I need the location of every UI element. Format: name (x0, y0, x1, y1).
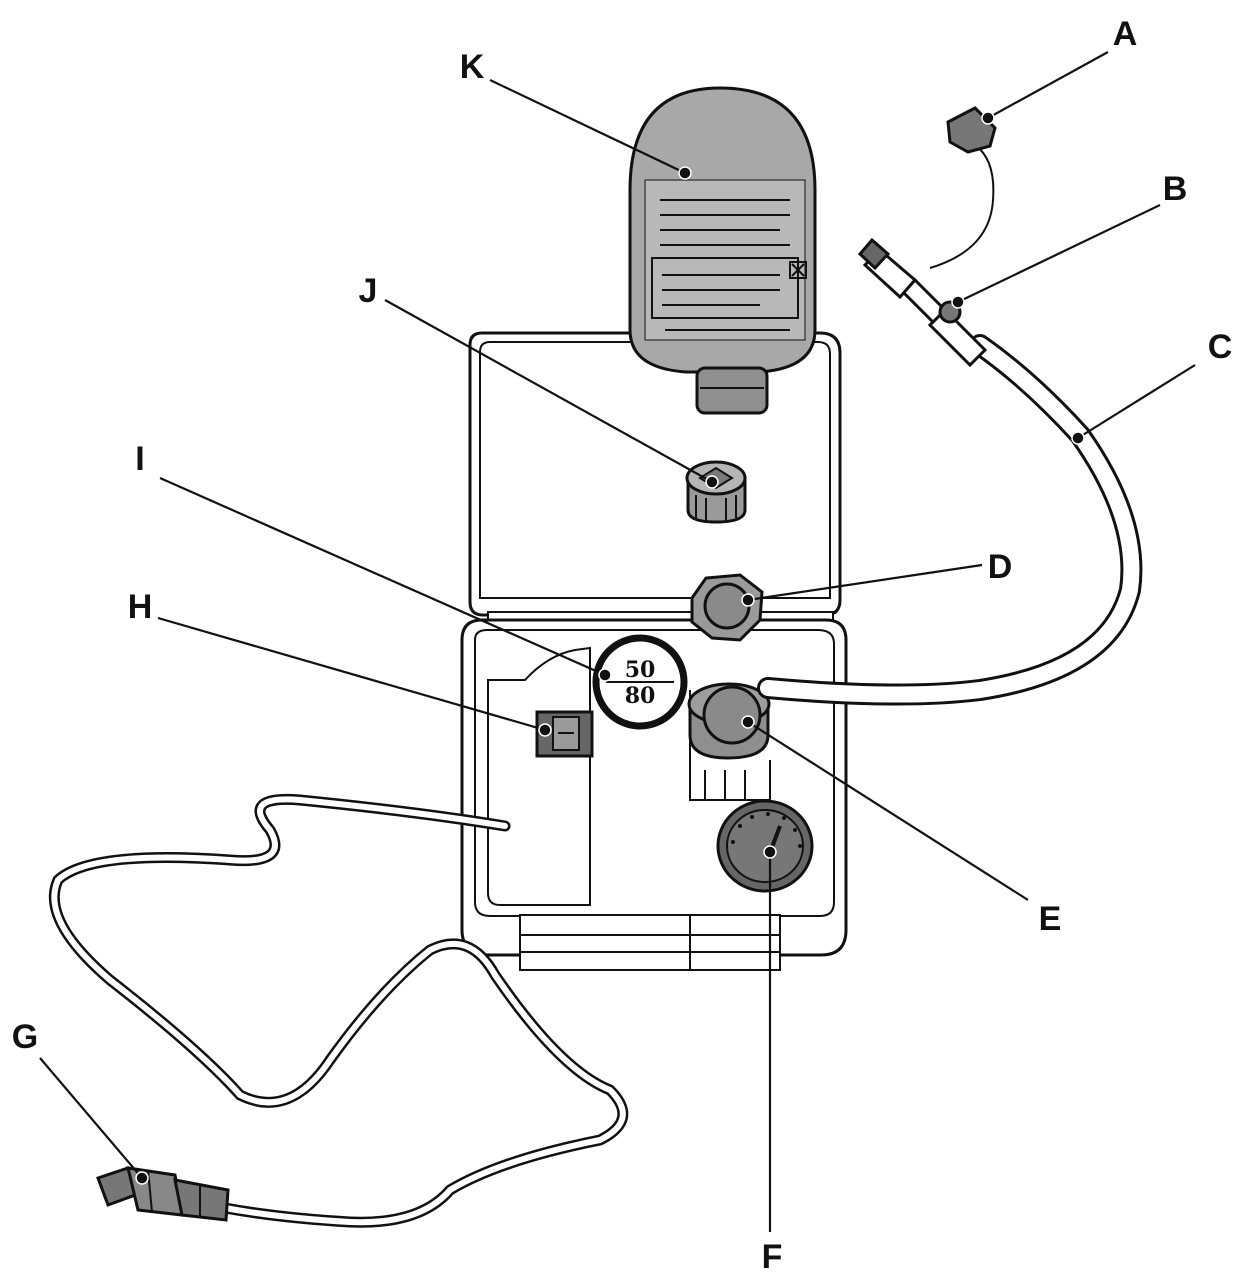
callout-i: I (135, 440, 144, 478)
leader-lines (39, 51, 1196, 1232)
callout-k: K (460, 48, 485, 86)
sealant-bottle (628, 86, 817, 415)
leader-h (157, 616, 546, 732)
leader-g (39, 1057, 143, 1179)
on-off-switch (535, 710, 594, 758)
callout-h: H (128, 588, 153, 626)
leader-k (489, 79, 686, 174)
hose-outlet (687, 682, 771, 760)
leader-a (987, 51, 1109, 119)
callout-f: F (762, 1238, 783, 1276)
speed-label-bottom: 80 (625, 683, 656, 709)
leader-i (159, 476, 606, 677)
callout-labels: A B C D E F G H I J K (12, 15, 1233, 1276)
air-hose (757, 237, 1143, 706)
callout-a: A (1113, 15, 1138, 53)
callout-j: J (359, 272, 378, 310)
pressure-gauge (716, 799, 814, 893)
leader-d (747, 563, 983, 602)
callout-d: D (988, 548, 1013, 586)
callout-e: E (1039, 900, 1062, 938)
callout-b: B (1163, 170, 1188, 208)
leader-e (747, 721, 1029, 901)
leader-b (957, 204, 1161, 303)
callout-g: G (12, 1018, 38, 1056)
speed-label-top: 50 (625, 657, 656, 683)
callout-c: C (1208, 328, 1233, 366)
leader-j (384, 299, 713, 483)
valve-cap (929, 106, 997, 269)
bottle-cap (685, 460, 747, 524)
leader-c (1077, 364, 1196, 439)
sealant-inlet (690, 573, 764, 642)
speed-limit-label: 50 80 (592, 634, 688, 730)
